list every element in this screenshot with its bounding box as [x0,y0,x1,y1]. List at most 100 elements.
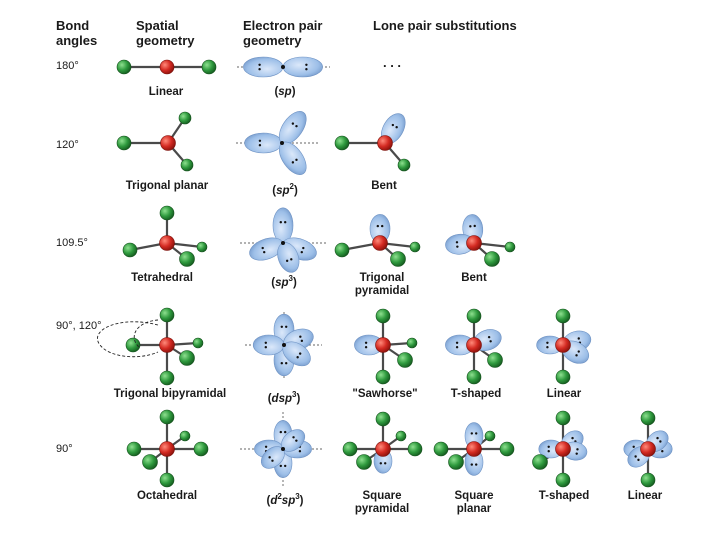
ligand-atom [407,441,423,457]
ligand-atom [390,251,406,267]
angle-arc-90 [133,319,159,349]
electron-dot [364,341,368,344]
ligand-atom [466,308,482,324]
label-tetrahedral: Tetrahedral [131,272,193,284]
electron-dot [470,463,473,466]
lone-pair-lobe [252,334,285,356]
header-spatial-geometry: Spatial geometry [136,18,195,48]
ligand-atom [196,241,208,253]
electron-dot [305,63,308,66]
label-linear-row4: Linear [546,388,582,400]
header-spatial-line2: geometry [136,33,195,48]
electron-dot [381,224,384,228]
ligand-atom [532,454,548,470]
label-linear: Linear [148,86,184,98]
ligand-atom [193,441,209,457]
electron-dot [547,450,550,453]
electron-dot [263,250,266,254]
ligand-atom [142,454,158,470]
angle-label-row3: 109.5° [56,237,88,249]
nucleus-dot [280,141,284,145]
electron-dot [661,450,664,453]
ligand-atom [397,158,411,172]
electron-dot [571,436,574,440]
central-atom [372,235,388,251]
ligand-atom [409,241,421,253]
electron-dot [575,354,578,357]
electron-dot [576,448,579,451]
electron-dot [637,458,640,462]
electron-dot [473,224,476,228]
ligand-atom [178,111,192,125]
ligand-atom [504,241,516,253]
electron-dot [271,459,274,462]
electron-dot [391,123,395,127]
ligand-atom [433,441,449,457]
electron-dot [455,346,459,349]
angle-label-row2: 120° [56,139,79,151]
ligand-atom [375,308,391,324]
electron-dot [264,341,267,344]
electron-dot [291,122,295,125]
ligand-atom [125,337,141,353]
ligand-atom [397,352,413,368]
ligand-atom [375,411,391,427]
ligand-atom [179,251,195,267]
electron-dot [376,224,379,228]
ligand-atom [126,441,142,457]
nucleus-dot [281,447,285,451]
electron-dot [577,350,580,353]
electron-dot [546,346,549,349]
label-square-planar: Square planar [454,490,494,515]
angle-arc-120 [97,321,159,358]
electron-dot [298,352,302,355]
ligand-atom [180,158,194,172]
ligand-atom [356,454,372,470]
ligand-atom [484,251,500,267]
electron-dot [285,362,288,365]
lone-pair-lobe [243,56,284,78]
ligand-atom [555,472,571,488]
label-trigonal-pyramidal: Trigonal pyramidal [354,272,410,297]
electron-dot [302,246,305,250]
electron-dot [279,221,282,224]
central-atom [555,337,571,353]
electron-dot [575,452,578,455]
electron-dot [292,436,295,439]
header-bond-angles-line2: angles [56,33,98,48]
ligand-atom [192,337,204,349]
electron-dot [475,463,478,466]
electron-dot [455,241,459,244]
label-bent-row2: Bent [371,180,397,192]
angle-label-row5: 90° [56,443,73,455]
ligand-atom [159,472,175,488]
label-octahedral: Octahedral [136,490,198,502]
ligand-atom [555,410,571,426]
ligand-atom [342,441,358,457]
lone-pair-lobe [244,132,283,154]
electron-dot [291,161,295,164]
ligand-atom [201,59,217,75]
ligand-atom [159,205,175,221]
electron-dot [285,259,289,263]
ligand-atom [179,430,191,442]
header-epg-line1: Electron pair [243,18,323,33]
label-hybrid-dsp3: (dsp3) [267,390,301,405]
central-atom [555,441,571,457]
central-atom [640,441,656,457]
lone-pair-lobe [282,56,323,78]
label-square-pyramidal: Square pyramidal [354,490,410,515]
electron-dot [299,335,302,338]
nucleus-dot [281,241,285,245]
ligand-atom [334,242,350,258]
electron-dot [280,362,283,365]
label-bent-row3: Bent [461,272,487,284]
electron-dot [300,339,304,343]
electron-dot [577,337,580,340]
electron-dot [284,430,287,434]
header-electron-pair-geometry: Electron pair geometry [243,18,322,48]
ligand-atom [116,135,132,151]
central-atom [466,441,482,457]
electron-dot [258,139,262,142]
central-atom [466,235,482,251]
